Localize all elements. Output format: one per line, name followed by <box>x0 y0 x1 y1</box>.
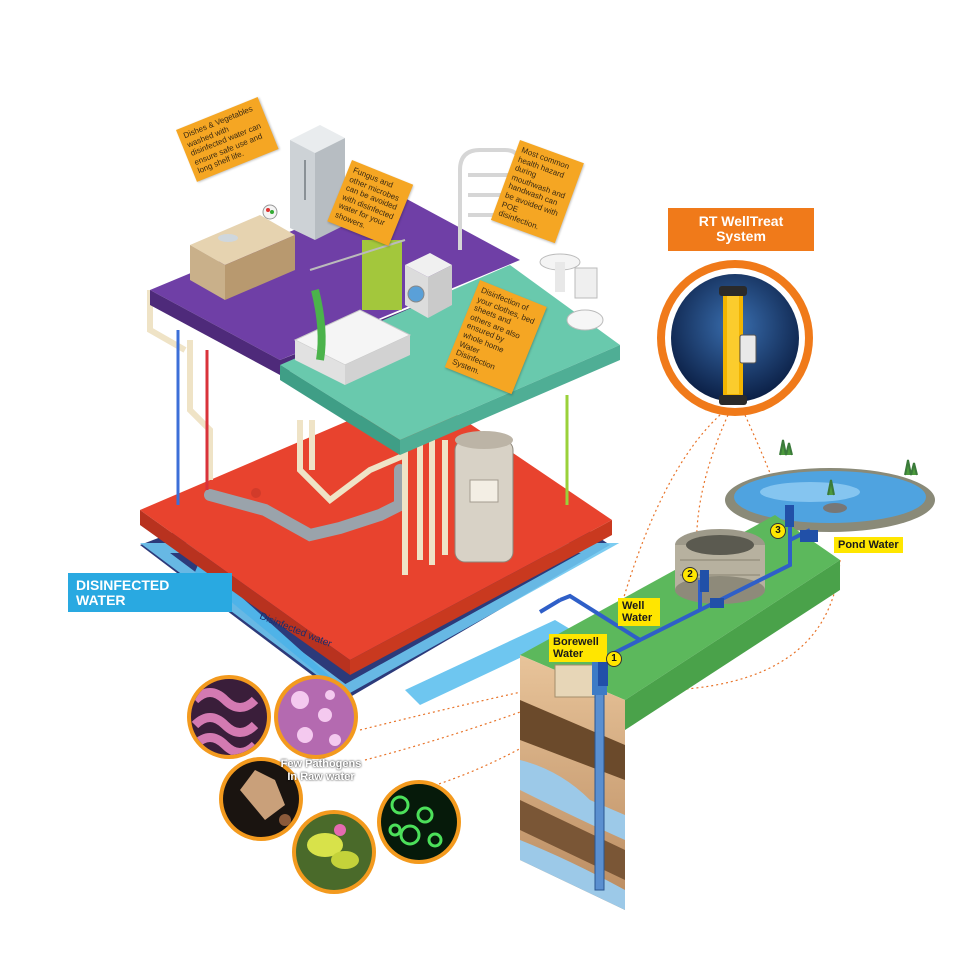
product-badge <box>657 260 813 416</box>
pump-icons <box>598 505 818 686</box>
pathogen-image-5 <box>381 784 457 860</box>
pathogens-label: Few Pathogens In Raw water <box>280 758 362 783</box>
disinfected-water-label: DISINFECTED WATER <box>68 573 232 613</box>
well-water-label: Well Water <box>618 598 660 627</box>
pathogen-image-3 <box>223 761 299 837</box>
pathogen-images <box>187 675 461 894</box>
pathogen-image-1 <box>191 679 267 755</box>
borewell-water-label: Borewell Water <box>549 634 607 663</box>
filter-icon <box>719 286 757 405</box>
toilet-icon <box>566 267 604 331</box>
disinfected-line1: DISINFECTED <box>76 577 170 593</box>
source-number-1: 1 <box>606 651 622 667</box>
valve-icon <box>251 488 261 498</box>
sink-icon <box>218 234 238 242</box>
pathogen-image-2 <box>278 679 354 755</box>
grey-pipes <box>204 464 406 542</box>
product-title-line2: System <box>716 228 766 245</box>
fridge-icon <box>290 125 345 240</box>
pond-water-label: Pond Water <box>834 537 903 554</box>
product-title: RT WellTreat System <box>668 208 814 251</box>
kitchen-counter <box>190 204 295 300</box>
disinfected-line2: WATER <box>76 591 126 608</box>
shower-curtain <box>309 239 406 361</box>
color-pipes <box>176 330 569 505</box>
pond-icon <box>725 439 935 532</box>
pathogen-image-4 <box>296 814 372 890</box>
source-number-2: 2 <box>682 567 698 583</box>
water-heater-icon <box>454 431 514 563</box>
wash-basin-icon <box>539 253 581 292</box>
product-title-line1: RT WellTreat <box>698 213 784 229</box>
washing-machine-icon <box>405 253 452 318</box>
source-number-3: 3 <box>770 523 786 539</box>
